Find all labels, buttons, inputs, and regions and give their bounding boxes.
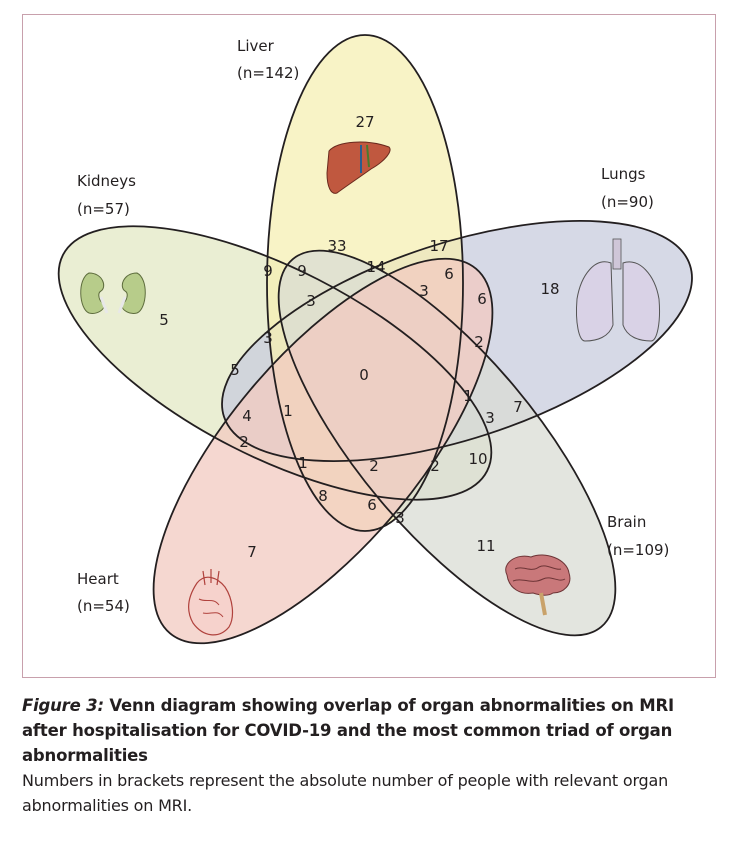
count-region: 8	[318, 487, 328, 505]
count-region: 9	[263, 262, 273, 280]
count-region: 33	[327, 237, 346, 255]
count-region: 1	[298, 454, 308, 472]
count-region: 3	[306, 292, 316, 310]
count-region: 2	[430, 457, 440, 475]
liver-label: Liver	[237, 37, 275, 55]
set-outlines	[57, 34, 693, 645]
count-brain-only: 11	[476, 537, 495, 555]
count-region: 1	[283, 402, 293, 420]
heart-outline	[152, 257, 494, 645]
kidneys-icon	[80, 272, 146, 314]
count-region: 4	[242, 407, 252, 425]
count-region: 3	[485, 409, 495, 427]
heart-count: (n=54)	[77, 597, 130, 615]
liver-outline	[266, 34, 464, 532]
set-fills	[58, 35, 692, 644]
heart-set	[153, 258, 493, 644]
count-region: 9	[297, 262, 307, 280]
count-region: 6	[444, 265, 454, 283]
count-region: 17	[429, 237, 448, 255]
caption-title: Figure 3: Venn diagram showing overlap o…	[22, 693, 722, 768]
lungs-count: (n=90)	[601, 193, 654, 211]
brain-count: (n=109)	[607, 541, 669, 559]
caption-title-text: Venn diagram showing overlap of organ ab…	[22, 696, 674, 765]
figure-label: Figure 3:	[22, 696, 104, 715]
count-region: 6	[477, 290, 487, 308]
heart-label: Heart	[77, 570, 119, 588]
count-region: 5	[230, 361, 240, 379]
kidneys-count: (n=57)	[77, 200, 130, 218]
region-counts: 27 5 18 11 7 17 33 9 9 14 6 6 3 3 3 2 5 …	[159, 113, 559, 561]
count-region: 2	[474, 333, 484, 351]
count-region: 3	[263, 329, 273, 347]
count-region: 14	[366, 258, 385, 276]
count-region: 10	[468, 450, 487, 468]
brain-label: Brain	[607, 513, 646, 531]
count-region: 0	[359, 366, 369, 384]
count-region: 3	[419, 282, 429, 300]
lungs-outline	[221, 220, 693, 462]
count-region: 2	[239, 433, 249, 451]
count-lungs-only: 18	[540, 280, 559, 298]
brain-icon	[505, 554, 571, 616]
count-region: 3	[395, 509, 405, 527]
count-region: 6	[367, 496, 377, 514]
lungs-icon	[576, 238, 660, 342]
figure-caption: Figure 3: Venn diagram showing overlap o…	[22, 693, 722, 818]
kidneys-label: Kidneys	[77, 172, 136, 190]
heart-icon	[188, 569, 234, 636]
caption-body: Numbers in brackets represent the absolu…	[22, 771, 669, 815]
liver-count: (n=142)	[237, 64, 299, 82]
count-region: 2	[369, 457, 379, 475]
lungs-label: Lungs	[601, 165, 646, 183]
count-kidneys-only: 5	[159, 311, 169, 329]
count-liver-only: 27	[355, 113, 374, 131]
brain-outline	[277, 249, 617, 637]
count-region: 1	[463, 387, 473, 405]
count-region: 7	[513, 398, 523, 416]
venn-diagram: Liver (n=142) Kidneys (n=57) Lungs (n=90…	[57, 34, 693, 645]
count-heart-only: 7	[247, 543, 257, 561]
figure-frame: Liver (n=142) Kidneys (n=57) Lungs (n=90…	[22, 14, 716, 678]
liver-icon	[326, 141, 391, 194]
kidneys-outline	[57, 225, 493, 501]
